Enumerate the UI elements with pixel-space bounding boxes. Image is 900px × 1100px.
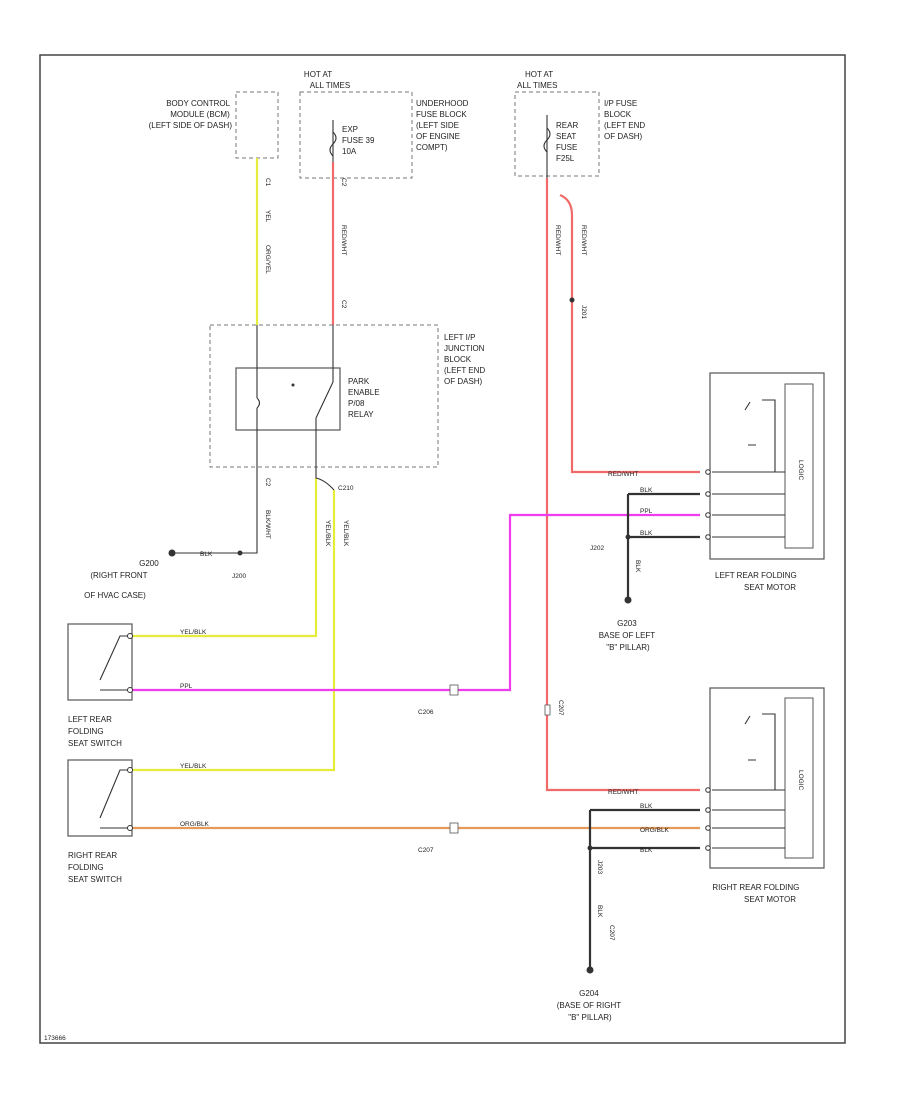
wire-label-right-org: ORG/BLK bbox=[640, 827, 670, 834]
wire-label-red-wht-right: RED/WHT bbox=[554, 225, 561, 255]
left-motor-logic-label: LOGIC bbox=[797, 460, 804, 481]
wire-label-left-ground: BLK bbox=[634, 560, 641, 573]
relay-split bbox=[315, 467, 335, 491]
rear-seat-fuse-element bbox=[543, 127, 551, 153]
wire-yel-blk-right bbox=[130, 490, 336, 772]
c207-vertical-label: C207 bbox=[557, 700, 564, 716]
junction-block-label: LEFT I/P JUNCTION BLOCK (LEFT END OF DAS… bbox=[444, 333, 487, 386]
wire-label-blk-g200: BLK bbox=[200, 551, 213, 558]
left-motor-label: LEFT REAR FOLDING SEAT MOTOR bbox=[715, 571, 799, 592]
left-motor-internal bbox=[712, 471, 785, 538]
c210-label: C210 bbox=[338, 485, 354, 492]
wire-label-right-red-wht: RED/WHT bbox=[608, 789, 638, 796]
wire-label-left-blk-2: BLK bbox=[640, 530, 653, 537]
ip-fuse-label: I/P FUSE BLOCK (LEFT END OF DASH) bbox=[604, 99, 647, 141]
wire-label-blk-wht: BLK/WHT bbox=[264, 510, 271, 539]
right-motor-symbol bbox=[744, 713, 776, 790]
c206-label: C206 bbox=[418, 709, 434, 716]
rear-seat-fuse-label: REAR SEAT FUSE F25L bbox=[556, 121, 580, 163]
c207-vertical-connector bbox=[544, 704, 551, 716]
bcm-label: BODY CONTROL MODULE (BCM) (LEFT SIDE OF … bbox=[149, 99, 233, 130]
right-motor-pins bbox=[705, 787, 711, 851]
left-motor-logic bbox=[784, 383, 814, 549]
c207-label: C207 bbox=[418, 847, 434, 854]
splice-j200-label: J200 bbox=[232, 573, 246, 580]
c206-connector bbox=[449, 684, 459, 696]
left-motor-symbol bbox=[744, 399, 776, 472]
wire-label-yel-blk-1: YEL/BLK bbox=[324, 520, 331, 547]
splice-j203-label: J203 bbox=[596, 860, 603, 874]
wire-label-right-ground: BLK bbox=[596, 905, 603, 918]
right-switch-contacts bbox=[99, 769, 130, 829]
ground-g203-label: G203 BASE OF LEFT "B" PILLAR) bbox=[599, 619, 658, 652]
wire-label-red-wht-branch: RED/WHT bbox=[580, 225, 587, 255]
wire-label-left-blk-1: BLK bbox=[640, 487, 653, 494]
right-motor-logic bbox=[784, 697, 814, 859]
right-switch-pin-2 bbox=[127, 825, 133, 831]
left-motor-pins bbox=[705, 469, 711, 540]
diagram-code: 173666 bbox=[44, 1035, 66, 1042]
underhood-fuse-box bbox=[299, 91, 413, 179]
right-motor-logic-label: LOGIC bbox=[797, 770, 804, 791]
splice-j202-label: J202 bbox=[590, 545, 604, 552]
right-motor-internal bbox=[712, 789, 785, 849]
right-rear-switch bbox=[67, 759, 133, 837]
bcm-conn-label: C1 bbox=[264, 178, 271, 187]
left-rear-switch bbox=[67, 623, 133, 701]
relay-coil bbox=[256, 397, 261, 409]
relay-dot bbox=[291, 383, 295, 387]
right-switch-label: RIGHT REAR FOLDING SEAT SWITCH bbox=[68, 851, 122, 884]
ground-g204-label: G204 (BASE OF RIGHT "B" PILLAR) bbox=[557, 989, 624, 1022]
wire-ppl bbox=[130, 513, 700, 692]
fuse-39-element bbox=[329, 131, 337, 157]
wire-label-yel: YEL bbox=[264, 210, 271, 223]
wire-label-right-blk-1: BLK bbox=[640, 803, 653, 810]
wire-rear-seat-branch bbox=[559, 193, 700, 474]
fuse39-conn-label: C2 bbox=[340, 178, 347, 187]
wire-relay-ground bbox=[240, 467, 258, 554]
bcm-box bbox=[235, 91, 279, 159]
left-switch-pin-1 bbox=[127, 633, 133, 639]
right-motor-label: RIGHT REAR FOLDING SEAT MOTOR bbox=[712, 883, 801, 904]
diagram-frame bbox=[39, 54, 846, 1044]
wire-label-yel-blk-left-switch: YEL/BLK bbox=[180, 629, 207, 636]
ground-g200-symbol bbox=[168, 549, 176, 557]
ip-fuse-box bbox=[514, 91, 600, 177]
wire-rear-seat-main bbox=[545, 178, 700, 792]
wire-label-right-blk-2: BLK bbox=[640, 847, 653, 854]
wire-label-left-red-wht: RED/WHT bbox=[608, 471, 638, 478]
left-switch-label: LEFT REAR FOLDING SEAT SWITCH bbox=[68, 715, 122, 748]
splice-j201 bbox=[569, 297, 575, 303]
wire-label-org-yel: ORG/YEL bbox=[264, 245, 271, 274]
underhood-label: UNDERHOOD FUSE BLOCK (LEFT SIDE OF ENGIN… bbox=[416, 99, 471, 152]
park-enable-relay bbox=[235, 367, 341, 431]
ground-g204-symbol bbox=[586, 966, 594, 974]
right-switch-pin-1 bbox=[127, 767, 133, 773]
relay-out-conn: C2 bbox=[264, 478, 271, 487]
c207-right-label: C207 bbox=[608, 925, 615, 941]
ground-g200-label: G200 (RIGHT FRONT OF HVAC CASE) bbox=[84, 559, 161, 600]
relay-contact-arm bbox=[315, 381, 334, 419]
relay-label: PARK ENABLE P/08 RELAY bbox=[348, 377, 382, 419]
wire-label-org-blk: ORG/BLK bbox=[180, 821, 210, 828]
left-switch-contacts bbox=[99, 635, 130, 691]
junction-conn-label: C2 bbox=[340, 300, 347, 309]
c207-connector bbox=[449, 822, 459, 834]
wire-label-yel-blk-right-switch: YEL/BLK bbox=[180, 763, 207, 770]
junction-block-box bbox=[209, 324, 439, 468]
wire-label-ppl: PPL bbox=[180, 683, 193, 690]
left-switch-pin-2 bbox=[127, 687, 133, 693]
wire-label-yel-blk-2: YEL/BLK bbox=[342, 520, 349, 547]
wire-label-red-wht-top: RED/WHT bbox=[340, 225, 347, 255]
wire-label-left-ppl: PPL bbox=[640, 508, 653, 515]
splice-j201-label: J201 bbox=[580, 305, 587, 319]
fuse-39-label: EXP FUSE 39 10A bbox=[342, 125, 377, 156]
ground-g203-symbol bbox=[624, 596, 632, 604]
wire-yel-blk-left bbox=[130, 478, 318, 638]
